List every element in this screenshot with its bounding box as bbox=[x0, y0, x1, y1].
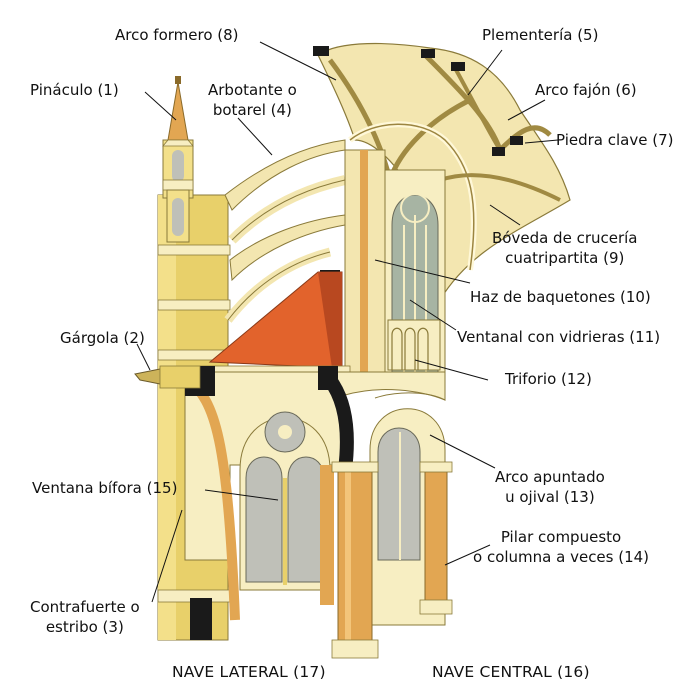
compound-pillars bbox=[331, 461, 453, 659]
bifora-window bbox=[239, 411, 334, 605]
label-pinaculo: Pináculo (1) bbox=[30, 81, 119, 99]
label-arco-formero: Arco formero (8) bbox=[115, 26, 239, 44]
label-arco-fajon: Arco fajón (6) bbox=[535, 81, 637, 99]
label-plementeria: Plementería (5) bbox=[482, 26, 599, 44]
pillar bbox=[337, 469, 373, 649]
pillar bbox=[424, 469, 448, 606]
label-ventanal: Ventanal con vidrieras (11) bbox=[457, 328, 661, 346]
label-arco-apuntado: Arco apuntado u ojival (13) bbox=[495, 468, 605, 506]
label-nave-lateral: NAVE LATERAL (17) bbox=[172, 663, 326, 681]
label-ventana-bifora: Ventana bífora (15) bbox=[32, 479, 178, 497]
label-contrafuerte: Contrafuerte o estribo (3) bbox=[30, 598, 140, 636]
pinnacle-spire bbox=[167, 81, 189, 141]
label-piedra-clave: Piedra clave (7) bbox=[556, 131, 674, 149]
label-gargola: Gárgola (2) bbox=[60, 329, 145, 347]
label-arbotante: Arbotante o botarel (4) bbox=[208, 81, 297, 119]
keystone-marker bbox=[510, 136, 523, 145]
gargoyle bbox=[134, 365, 201, 389]
label-nave-central: NAVE CENTRAL (16) bbox=[432, 663, 590, 681]
leader-lines bbox=[136, 41, 559, 603]
triforium-arcade bbox=[387, 319, 441, 371]
flying-buttresses bbox=[224, 139, 347, 323]
label-pilar-compuesto: Pilar compuesto o columna a veces (14) bbox=[473, 528, 650, 566]
keystone-marker bbox=[421, 49, 435, 58]
keystone-marker bbox=[313, 46, 329, 56]
keystone-marker bbox=[492, 147, 505, 156]
keystone-marker bbox=[451, 62, 465, 71]
label-haz-baquetones: Haz de baquetones (10) bbox=[470, 288, 651, 306]
side-aisle-roof bbox=[199, 271, 351, 373]
label-triforio: Triforio (12) bbox=[505, 370, 592, 388]
label-boveda: Bóveda de crucería cuatripartita (9) bbox=[492, 229, 638, 267]
